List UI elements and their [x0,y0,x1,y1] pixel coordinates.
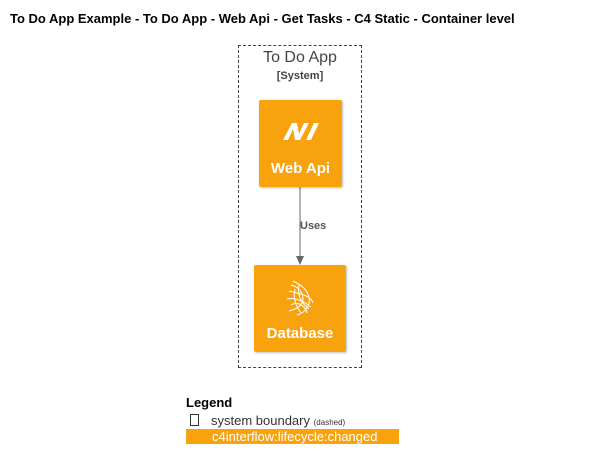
legend-item-system-boundary: system boundary (dashed) [190,413,345,428]
sql-server-icon [286,280,314,316]
dashed-box-icon [190,414,199,426]
edge-label: Uses [300,220,327,232]
legend-item-note: (dashed) [313,418,346,427]
boundary-type: [System] [276,70,324,82]
legend-title: Legend [186,395,233,410]
arrowhead-icon [296,256,304,265]
web-api-label: Web Api [270,160,331,177]
dotnet-icon [283,123,319,140]
database-label: Database [266,325,334,342]
legend-item-label: c4interflow:lifecycle:changed [212,429,378,444]
legend-item-label: system boundary [211,413,310,428]
diagram-title: To Do App Example - To Do App - Web Api … [10,11,515,26]
boundary-name: To Do App [263,49,337,66]
system-boundary [238,45,362,368]
legend-item-lifecycle-changed: c4interflow:lifecycle:changed [186,429,399,444]
web-api-node[interactable]: Web Api [259,100,342,187]
database-node[interactable]: Database [254,265,346,352]
